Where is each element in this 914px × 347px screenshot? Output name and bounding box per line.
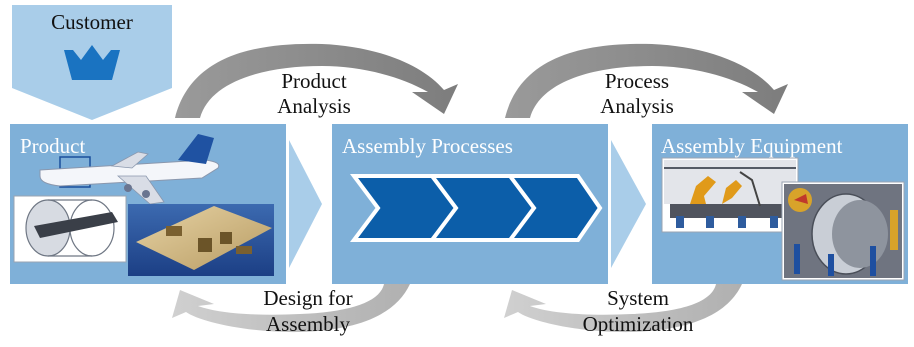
processes-box-title: Assembly Processes <box>342 134 513 158</box>
fuselage-fixture-image <box>781 181 905 281</box>
design-for-assembly-label-2: Assembly <box>266 312 351 336</box>
process-analysis-label-1: Process <box>605 69 669 93</box>
customer-label: Customer <box>51 10 133 34</box>
flow-arrow-2 <box>611 140 646 268</box>
arrow-product-analysis <box>175 43 458 118</box>
equipment-box-title: Assembly Equipment <box>661 134 843 158</box>
fuselage-section-image <box>13 195 127 263</box>
product-analysis-label-1: Product <box>281 69 346 93</box>
product-box-title: Product <box>20 134 85 158</box>
arrow-design-for-assembly <box>172 284 410 333</box>
system-optimization-label-2: Optimization <box>583 312 694 336</box>
product-analysis-label-2: Analysis <box>277 94 351 118</box>
component-image <box>128 204 274 276</box>
design-for-assembly-label-1: Design for <box>263 286 352 310</box>
robot-cell-image <box>661 157 799 233</box>
arrow-system-optimization <box>504 284 742 333</box>
process-chevrons <box>350 174 603 242</box>
process-analysis-label-2: Analysis <box>600 94 674 118</box>
crown-icon <box>64 45 120 80</box>
system-optimization-label-1: System <box>607 286 669 310</box>
airplane-image <box>39 134 220 205</box>
arrow-process-analysis <box>505 43 788 118</box>
flow-arrow-1 <box>289 140 322 268</box>
